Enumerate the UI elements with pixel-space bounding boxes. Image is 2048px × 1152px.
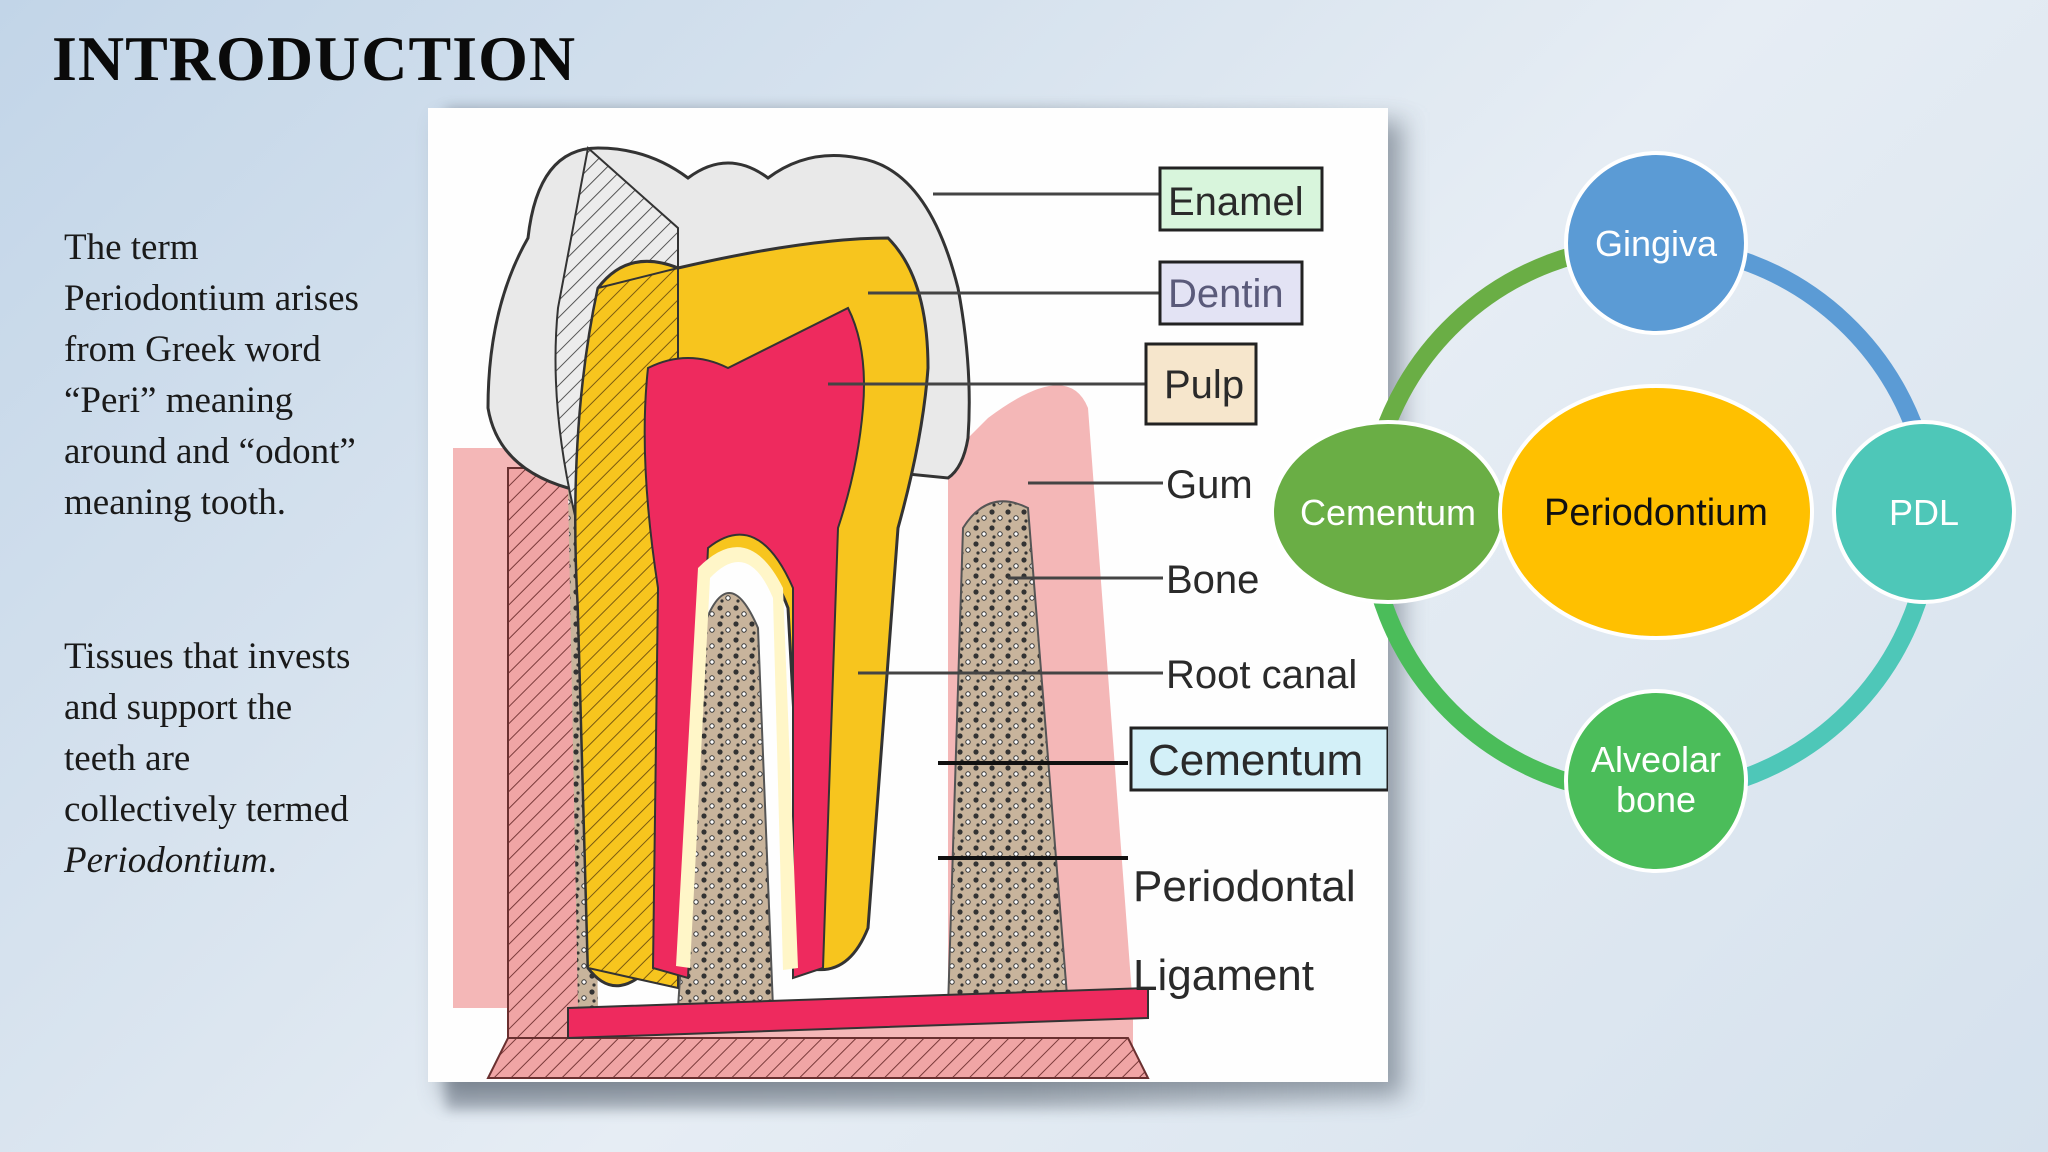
tooth-diagram: Enamel Dentin Pulp Gum Bone Root canal C… [428,108,1388,1082]
label-bone: Bone [1166,558,1259,602]
intro-line: from Greek word [64,329,321,370]
label-ligament: Ligament [1133,951,1314,1000]
tooth-illustration: Enamel Dentin Pulp Gum Bone Root canal C… [453,146,1388,1079]
intro-paragraph: The term Periodontium arises from Greek … [64,222,424,528]
label-gum: Gum [1166,463,1253,507]
bone-label: bone [1616,779,1696,820]
bone-right [946,500,1070,1009]
pulp [643,306,865,980]
gingiva-label: Gingiva [1595,223,1718,264]
enamel-label-box [1158,166,1324,232]
dentin-label-box [1158,260,1304,326]
node-cementum: Cementum [1270,420,1506,604]
cycle-diagram-svg: Gingiva PDL Alveolar bone Cementum Perio… [1270,151,2016,873]
intro-line: “Peri” meaning [64,380,294,421]
intro-line: The term [64,227,199,268]
root-canal-floor [567,986,1149,1040]
cementum-node-label: Cementum [1300,492,1476,533]
intro-line: meaning tooth. [64,482,286,523]
period: . [267,840,277,881]
floor-band [486,1037,1150,1079]
label-dentin: Dentin [1168,272,1284,316]
predentin [676,547,798,970]
leader-lines [828,192,1163,860]
label-root-canal: Root canal [1166,653,1357,697]
label-cementum: Cementum [1148,736,1363,785]
node-pdl: PDL [1832,420,2016,604]
label-pulp: Pulp [1164,363,1244,407]
node-periodontium: Periodontium [1498,384,1814,640]
slide-title: INTRODUCTION [52,23,577,94]
intro-line: Periodontium arises [64,278,359,319]
node-alveolar-bone: Alveolar bone [1564,689,1748,873]
label-enamel: Enamel [1168,180,1304,224]
definition-line: collectively termed [64,789,349,830]
pdl-label: PDL [1889,492,1959,533]
definition-line: Tissues that invests [64,636,351,677]
intro-line: around and “odont” [64,431,356,472]
cementum-label-box [1129,726,1388,792]
periodontium-label: Periodontium [1544,492,1768,534]
definition-paragraph: Tissues that invests and support the tee… [64,631,424,886]
node-gingiva: Gingiva [1564,151,1748,335]
periodontium-term: Periodontium [64,840,268,881]
pulp-label-box [1144,342,1258,426]
definition-line: teeth are [64,738,191,779]
definition-line-last: Periodontium. [64,835,424,886]
alveolar-label: Alveolar [1591,739,1721,780]
definition-line: and support the [64,687,293,728]
periodontium-cycle-diagram: Gingiva PDL Alveolar bone Cementum Perio… [1270,150,2030,890]
label-periodontal: Periodontal [1133,862,1356,911]
